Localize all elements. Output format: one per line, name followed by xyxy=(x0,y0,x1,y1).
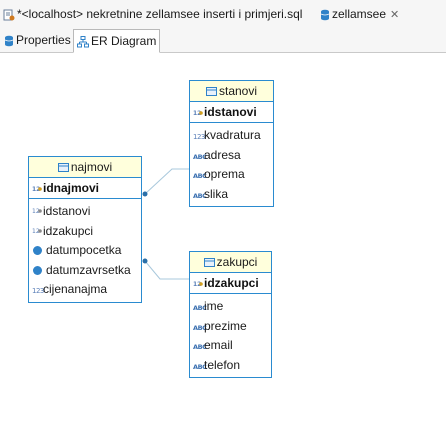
column-name: idstanovi xyxy=(43,204,91,218)
primary-key-icon: 12 xyxy=(193,103,204,123)
text-type-icon: ABC xyxy=(193,191,207,200)
date-type-icon xyxy=(33,246,42,256)
svg-text:12: 12 xyxy=(193,281,201,288)
text-type-icon: ABC xyxy=(193,172,207,180)
column-name: prezime xyxy=(204,318,247,333)
entity-header[interactable]: stanovi xyxy=(190,81,273,102)
database-icon xyxy=(4,35,14,47)
primary-key-name: idstanovi xyxy=(204,105,257,119)
svg-text:12: 12 xyxy=(32,208,40,215)
column-row[interactable]: 123kvadratura xyxy=(190,126,273,146)
column-name: email xyxy=(204,338,233,352)
er-diagram-icon xyxy=(77,35,89,48)
column-row[interactable]: ABCtelefon xyxy=(190,356,271,376)
table-icon xyxy=(203,258,215,268)
column-name: oprema xyxy=(204,167,245,181)
table-icon xyxy=(205,87,217,97)
numeric-type-icon: 123 xyxy=(193,133,205,141)
link-najmovi-stanovi xyxy=(144,168,189,195)
foreign-key-icon: 12 xyxy=(32,202,43,222)
editor-tab-zellamsee[interactable]: zellamsee✕ xyxy=(320,0,399,28)
database-icon xyxy=(320,9,330,21)
text-type-icon: ABC xyxy=(193,323,207,332)
entity-title: stanovi xyxy=(218,84,258,98)
text-type-icon: ABC xyxy=(193,304,207,312)
primary-key-icon: 12 xyxy=(32,179,43,199)
column-name: datumpocetka xyxy=(46,243,122,257)
text-type-icon: ABC xyxy=(193,152,207,161)
close-icon[interactable]: ✕ xyxy=(390,9,400,21)
entity-title: zakupci xyxy=(216,255,258,269)
tab-er-diagram[interactable]: ER Diagram xyxy=(73,29,161,53)
link-endpoint-dot xyxy=(142,258,148,264)
column-name: telefon xyxy=(204,357,241,372)
column-row[interactable]: datumzavrsetka xyxy=(29,261,141,281)
column-name: cijenanajma xyxy=(43,282,108,296)
svg-text:12: 12 xyxy=(193,110,201,117)
table-icon xyxy=(57,163,69,173)
column-name: slika xyxy=(204,186,229,201)
tab-properties[interactable]: Properties xyxy=(1,29,74,51)
primary-key-name: idzakupci xyxy=(204,276,259,290)
entity-header[interactable]: najmovi xyxy=(29,157,141,178)
editor-tab-sql-script[interactable]: *<localhost> nekretnine zellamsee insert… xyxy=(3,0,302,28)
column-row[interactable]: ABCemail xyxy=(190,336,271,356)
column-row[interactable]: ABCime xyxy=(190,297,271,317)
entity-title: najmovi xyxy=(70,160,113,174)
editor-subtab-bar: Properties ER Diagram xyxy=(0,28,446,53)
primary-key-name: idnajmovi xyxy=(43,181,100,195)
editor-tab-sql-label: *<localhost> nekretnine zellamsee insert… xyxy=(17,7,303,21)
svg-text:12: 12 xyxy=(32,228,40,235)
sql-script-icon xyxy=(3,9,15,21)
column-row[interactable]: ABCoprema xyxy=(190,165,273,185)
relationship-links xyxy=(142,168,189,280)
column-row[interactable]: ABCadresa xyxy=(190,146,273,166)
column-name: idzakupci xyxy=(43,223,94,238)
foreign-key-icon: 12 xyxy=(32,222,43,242)
numeric-type-icon: 123 xyxy=(32,287,44,295)
link-najmovi-zakupci xyxy=(144,260,189,280)
text-type-icon: ABC xyxy=(193,362,207,371)
editor-tab-bar: *<localhost> nekretnine zellamsee insert… xyxy=(0,0,446,29)
column-name: ime xyxy=(204,299,224,313)
tab-er-diagram-label: ER Diagram xyxy=(91,34,157,48)
column-name: datumzavrsetka xyxy=(46,262,131,277)
svg-text:12: 12 xyxy=(32,186,40,193)
column-row[interactable]: ABCslika xyxy=(190,185,273,205)
text-type-icon: ABC xyxy=(193,343,207,351)
editor-tab-zellamsee-label: zellamsee xyxy=(332,7,387,21)
column-name: adresa xyxy=(204,147,241,162)
tab-properties-label: Properties xyxy=(16,33,71,47)
column-name: kvadratura xyxy=(204,128,261,142)
link-endpoint-dot xyxy=(142,191,148,197)
column-row[interactable]: datumpocetka xyxy=(29,241,141,261)
column-row[interactable]: 123cijenanajma xyxy=(29,280,141,300)
column-row[interactable]: ABCprezime xyxy=(190,317,271,337)
date-type-icon xyxy=(33,265,42,275)
primary-key-icon: 12 xyxy=(193,274,204,294)
entity-header[interactable]: zakupci xyxy=(190,252,271,273)
